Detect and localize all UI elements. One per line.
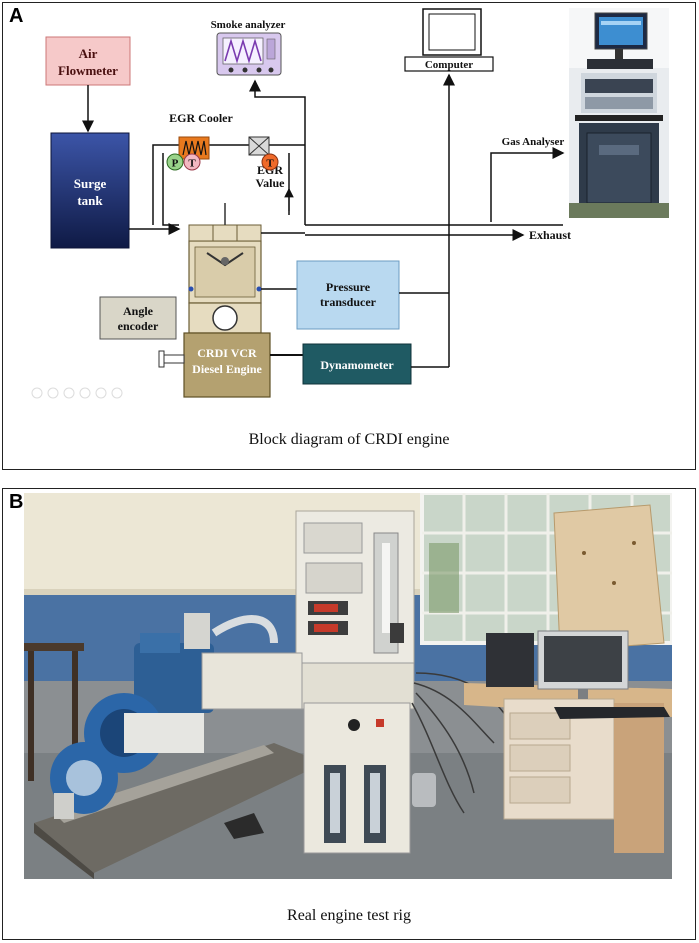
smoke-analyzer-label: Smoke analyzer [211,19,286,31]
engine-label-1: CRDI VCR [197,346,257,360]
exhaust-label: Exhaust [529,228,571,242]
pressure-transducer-label-2: transducer [320,295,377,309]
floor-items [224,773,436,839]
faint-viewer-controls [31,387,123,399]
temperature-sensor-t2: T [261,153,279,171]
computer-setup-photo [569,8,669,218]
egr-inner-left-line [162,153,179,226]
svg-text:T: T [266,158,274,170]
egr-valve-icon [248,136,270,156]
temperature-sensor-t1: T [183,153,201,171]
control-panel-tower [295,510,415,682]
blue-engine [50,613,278,819]
wooden-board [553,504,665,652]
dynamometer: Dynamometer [302,343,412,385]
crdi-vcr-diesel-engine: CRDI VCR Diesel Engine [183,332,271,398]
exhaust-to-gas-analyser-line [490,147,565,222]
egr-cooler [178,136,210,160]
air-flowmeter-label-1: Air [79,46,98,61]
engine-base-frame [34,743,324,879]
control-cabinet-lower [201,652,415,854]
surge-tank-label-1: Surge [74,176,107,191]
engine-test-rig-photo [24,493,672,879]
left-workbench [24,643,84,781]
air-flowmeter-label-2: Flowmeter [58,63,118,78]
computer-icon: Computer [404,8,494,72]
computer-label: Computer [425,59,473,71]
svg-text:P: P [172,158,179,170]
computer-monitor [486,630,629,699]
air-flowmeter: Air Flowmeter [45,36,131,86]
engine-cylinder-head [188,240,262,304]
angle-encoder-label-1: Angle [123,304,154,318]
panel-b-caption: Real engine test rig [287,907,411,924]
engine-shaft-stub [158,350,185,368]
gas-analyser-label: Gas Analyser [502,136,565,148]
surge-tank: Surge tank [50,132,130,249]
egr-return-line [152,144,179,225]
panel-b-letter: B [9,491,24,513]
engine-intake-manifold [188,203,262,242]
engine-label-2: Diesel Engine [192,362,262,376]
smoke-analyzer-icon [216,32,282,76]
engine-crankcase [188,302,262,334]
angle-encoder-label-2: encoder [118,319,159,333]
egr-value-label-2: Value [256,176,286,190]
pressure-sensor-p: P [166,153,184,171]
svg-text:T: T [188,158,196,170]
keyboard [554,707,670,719]
egr-cooler-label: EGR Cooler [169,111,233,125]
pressure-transducer-label-1: Pressure [326,280,371,294]
panel-a-caption: Block diagram of CRDI engine [248,431,450,448]
panel-b-test-rig-photo: B [2,488,696,940]
panel-a-block-diagram: A Air Flowmeter Surge [2,2,696,470]
crdi-block-diagram: Air Flowmeter Surge tank Smoke analyzer [31,8,669,399]
surge-tank-label-2: tank [77,193,103,208]
angle-encoder: Angle encoder [99,296,177,340]
dynamometer-label: Dynamometer [320,358,394,372]
pressure-transducer: Pressure transducer [296,260,400,330]
exhaust-to-smoke-line [249,79,306,225]
panel-a-letter: A [9,5,24,27]
